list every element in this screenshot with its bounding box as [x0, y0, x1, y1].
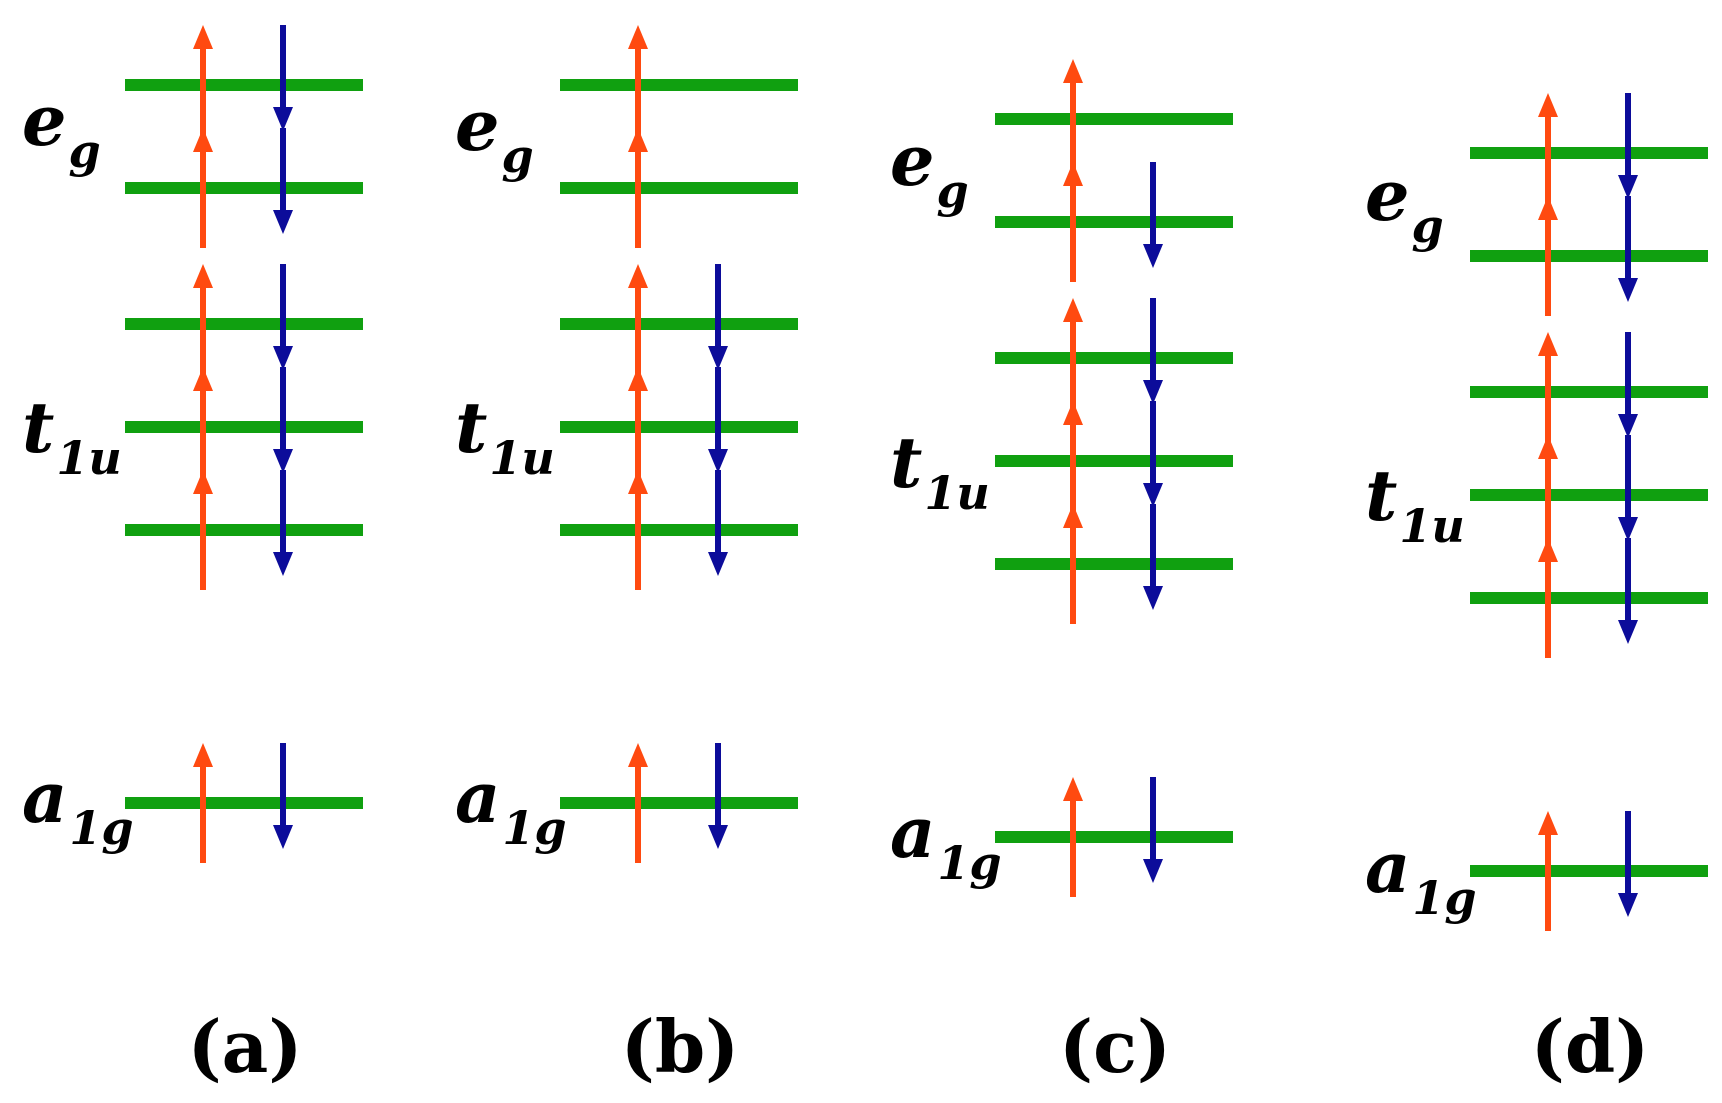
a1g-label: a1g	[22, 756, 134, 855]
spin-up-arrow	[628, 470, 648, 590]
energy-level-eg	[995, 113, 1233, 125]
t1u-label: t1u	[455, 386, 555, 485]
panel-caption: (c)	[1059, 1004, 1171, 1089]
panel-a: eg t1u a1g (a)	[22, 25, 363, 1089]
spin-down-arrow	[1618, 811, 1638, 917]
energy-level-a1g	[995, 831, 1233, 843]
energy-level-t1u	[125, 524, 363, 536]
spin-down-arrow	[273, 743, 293, 849]
energy-level-eg	[1470, 250, 1708, 262]
spin-up-arrow	[628, 743, 648, 863]
energy-level-t1u	[560, 524, 798, 536]
spin-down-arrow	[273, 470, 293, 576]
spin-up-arrow	[193, 367, 213, 487]
spin-down-arrow	[273, 367, 293, 473]
spin-down-arrow	[1618, 196, 1638, 302]
spin-down-arrow	[273, 25, 293, 131]
energy-level-t1u	[995, 455, 1233, 467]
panel-b: eg t1u a1g (b)	[455, 25, 798, 1089]
spin-up-arrow	[193, 264, 213, 384]
spin-up-arrow	[628, 25, 648, 145]
energy-level-t1u	[1470, 489, 1708, 501]
energy-level-t1u	[560, 318, 798, 330]
energy-level-eg	[1470, 147, 1708, 159]
a1g-label: a1g	[1365, 826, 1477, 925]
panel-caption: (b)	[621, 1004, 739, 1089]
spin-down-arrow	[1618, 435, 1638, 541]
panel-caption: (a)	[188, 1004, 303, 1089]
energy-level-t1u	[125, 421, 363, 433]
spin-up-arrow	[1538, 538, 1558, 658]
spin-down-arrow	[1143, 504, 1163, 610]
spin-down-arrow	[1618, 332, 1638, 438]
spin-down-arrow	[708, 264, 728, 370]
spin-down-arrow	[708, 367, 728, 473]
spin-up-arrow	[1063, 298, 1083, 418]
t1u-label: t1u	[890, 421, 990, 520]
energy-level-a1g	[560, 797, 798, 809]
energy-level-t1u	[125, 318, 363, 330]
spin-down-arrow	[1618, 538, 1638, 644]
spin-up-arrow	[1538, 435, 1558, 555]
eg-label: eg	[1365, 154, 1444, 253]
spin-up-arrow	[1538, 196, 1558, 316]
eg-label: eg	[890, 119, 969, 218]
panel-caption: (d)	[1531, 1004, 1649, 1089]
panel-c: eg t1u a1g (c)	[890, 59, 1233, 1089]
spin-up-arrow	[1538, 93, 1558, 213]
eg-label: eg	[455, 84, 534, 183]
spin-up-arrow	[1538, 811, 1558, 931]
spin-up-arrow	[193, 470, 213, 590]
spin-down-arrow	[273, 264, 293, 370]
spin-up-arrow	[1063, 162, 1083, 282]
panel-d: eg t1u a1g (d)	[1365, 93, 1708, 1089]
energy-level-eg	[995, 216, 1233, 228]
energy-level-a1g	[125, 797, 363, 809]
spin-up-arrow	[1538, 332, 1558, 452]
spin-down-arrow	[1143, 298, 1163, 404]
energy-level-eg	[560, 79, 798, 91]
energy-level-eg	[125, 182, 363, 194]
spin-down-arrow	[1143, 401, 1163, 507]
spin-up-arrow	[193, 25, 213, 145]
spin-up-arrow	[628, 128, 648, 248]
energy-level-t1u	[1470, 592, 1708, 604]
energy-level-t1u	[995, 558, 1233, 570]
spin-up-arrow	[628, 367, 648, 487]
spin-up-arrow	[1063, 401, 1083, 521]
energy-level-eg	[560, 182, 798, 194]
energy-level-a1g	[1470, 865, 1708, 877]
spin-down-arrow	[708, 470, 728, 576]
t1u-label: t1u	[1365, 454, 1465, 553]
eg-label: eg	[22, 79, 101, 178]
spin-up-arrow	[193, 128, 213, 248]
spin-up-arrow	[628, 264, 648, 384]
spin-down-arrow	[1618, 93, 1638, 199]
spin-up-arrow	[1063, 59, 1083, 179]
t1u-label: t1u	[22, 386, 122, 485]
a1g-label: a1g	[890, 791, 1002, 890]
energy-level-t1u	[1470, 386, 1708, 398]
spin-up-arrow	[1063, 504, 1083, 624]
energy-level-t1u	[560, 421, 798, 433]
spin-up-arrow	[193, 743, 213, 863]
energy-level-eg	[125, 79, 363, 91]
spin-down-arrow	[273, 128, 293, 234]
spin-up-arrow	[1063, 777, 1083, 897]
spin-down-arrow	[1143, 777, 1163, 883]
energy-level-t1u	[995, 352, 1233, 364]
a1g-label: a1g	[455, 756, 567, 855]
spin-down-arrow	[708, 743, 728, 849]
spin-down-arrow	[1143, 162, 1163, 268]
